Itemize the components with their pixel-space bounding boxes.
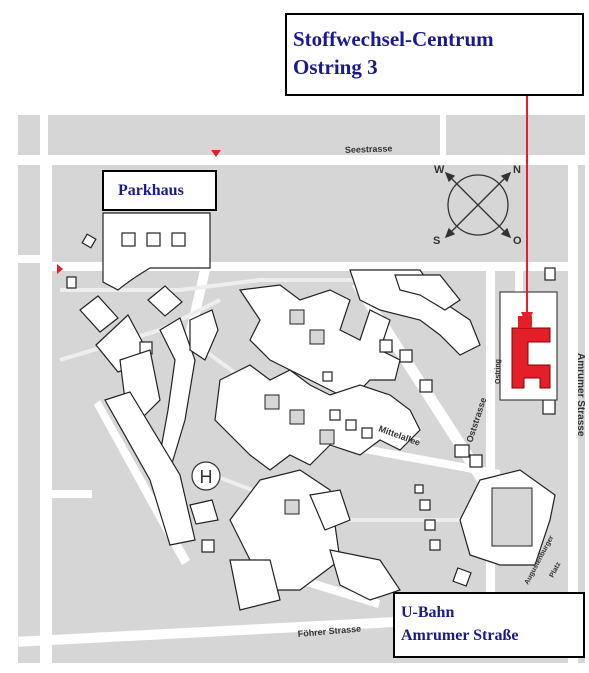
callout-main-title: Stoffwechsel-Centrum <box>293 27 494 51</box>
east-complex-courtyard <box>491 487 533 547</box>
callout-ubahn: U-Bahn Amrumer Straße <box>393 592 585 658</box>
callout-main-address: Ostring 3 <box>293 55 378 79</box>
helipad-label: H <box>200 467 213 487</box>
helipad: H <box>191 461 221 491</box>
compass-w: W <box>434 164 445 176</box>
stoffwechsel-centrum-building <box>499 291 558 401</box>
central-courtyards <box>264 309 335 515</box>
amrumer-road <box>568 160 578 663</box>
callout-stoffwechsel-centrum: Stoffwechsel-Centrum Ostring 3 <box>285 13 584 96</box>
callout-parkhaus-label: Parkhaus <box>118 182 184 199</box>
parking-garage-blocks <box>66 232 186 289</box>
parking-garage-building <box>102 212 211 291</box>
entrance-marker-west <box>57 264 63 274</box>
seestrasse-road <box>18 155 585 165</box>
callout-parkhaus: Parkhaus <box>102 170 217 211</box>
compass-o: O <box>513 235 522 247</box>
compass-n: N <box>513 164 521 176</box>
street-label-amrumer: Amrumer Strasse <box>575 353 586 437</box>
callout-ubahn-line1: U-Bahn <box>401 604 455 621</box>
compass-rose <box>444 171 512 239</box>
street-label-seestrasse: Seestrasse <box>345 143 393 155</box>
callout-ubahn-line2: Amrumer Straße <box>401 627 519 644</box>
callout-pointer-arrow <box>521 95 533 326</box>
street-label-ostring: Ostring <box>495 359 502 384</box>
entrance-marker-north <box>211 150 221 157</box>
compass-s: S <box>433 235 440 247</box>
